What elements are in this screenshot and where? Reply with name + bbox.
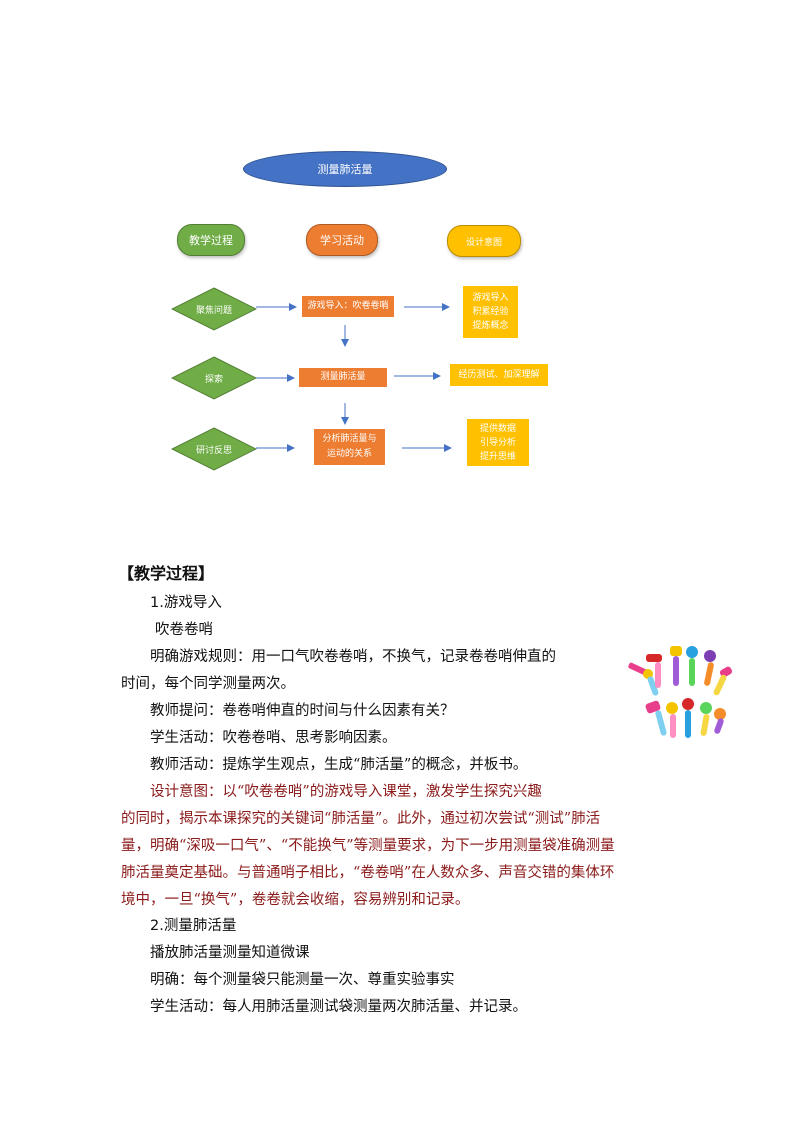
design-intent-line-4: 肺活量奠定基础。与普通哨子相比，“卷卷哨”在人数众多、声音交错的集体环 bbox=[121, 865, 615, 881]
rule-line-1: 明确游戏规则：用一口气吹卷卷哨，不换气，记录卷卷哨伸直的 bbox=[150, 649, 556, 665]
intent-box-1: 游戏导入 积累经验 提炼概念 bbox=[463, 286, 518, 338]
section2-title: 2.测量肺活量 bbox=[150, 918, 237, 934]
intent-label-3c: 提升思维 bbox=[479, 451, 516, 462]
blower-7 bbox=[645, 700, 667, 736]
stage-diamond-1: 聚焦问题 bbox=[171, 287, 257, 331]
intent-label-3b: 引导分析 bbox=[479, 437, 516, 448]
party-blower-image bbox=[628, 646, 733, 738]
blower-11 bbox=[714, 708, 726, 734]
intent-label-3a: 提供数据 bbox=[479, 423, 516, 434]
stage-label-1: 聚焦问题 bbox=[195, 305, 232, 316]
blower-4 bbox=[686, 646, 698, 686]
flowchart-title: 测量肺活量 bbox=[243, 151, 447, 187]
activity-box-2: 测量肺活量 bbox=[299, 368, 387, 387]
column-header-intent: 设计意图 bbox=[447, 225, 521, 257]
intent-label-1c: 提炼概念 bbox=[472, 321, 509, 331]
section1-title: 1.游戏导入 bbox=[150, 595, 222, 611]
section2-line-1: 播放肺活量测量知道微课 bbox=[150, 945, 310, 961]
intent-label-2: 经历测试、加深理解 bbox=[458, 370, 540, 380]
activity-box-1: 游戏导入：吹卷卷哨 bbox=[302, 296, 394, 317]
section2-line-3: 学生活动：每人用肺活量测试袋测量两次肺活量、并记录。 bbox=[150, 999, 527, 1015]
design-intent-line-5: 境中，一旦“换气”，卷卷就会收缩，容易辨别和记录。 bbox=[121, 892, 470, 908]
teacher-activity: 教师活动：提炼学生观点，生成“肺活量”的概念，并板书。 bbox=[150, 757, 528, 773]
column-header-activity: 学习活动 bbox=[306, 224, 378, 256]
stage-label-3: 研讨反思 bbox=[195, 445, 232, 456]
stage-diamond-3: 研讨反思 bbox=[171, 427, 257, 471]
design-intent-line-1: 设计意图：以“吹卷卷哨”的游戏导入课堂，激发学生探究兴趣 bbox=[150, 784, 542, 800]
blower-1 bbox=[628, 662, 659, 696]
activity-box-3: 分析肺活量与 运动的关系 bbox=[314, 429, 385, 465]
column-header-process: 教学过程 bbox=[177, 224, 245, 256]
intent-label-1b: 积累经验 bbox=[472, 307, 509, 317]
stage-diamond-2: 探索 bbox=[171, 356, 257, 400]
activity-label-3a: 分析肺活量与 bbox=[322, 434, 377, 444]
blower-9 bbox=[682, 698, 694, 738]
activity-label-2: 测量肺活量 bbox=[320, 372, 366, 382]
section2-line-2: 明确：每个测量袋只能测量一次、尊重实验事实 bbox=[150, 972, 455, 988]
blower-2 bbox=[646, 654, 662, 688]
design-intent-line-2: 的同时，揭示本课探究的关键词“肺活量”。此外，通过初次尝试“测试”肺活 bbox=[121, 811, 601, 827]
stage-label-2: 探索 bbox=[204, 374, 223, 385]
intent-box-3: 提供数据 引导分析 提升思维 bbox=[467, 419, 529, 466]
flowchart-connectors bbox=[256, 303, 452, 452]
blower-10 bbox=[700, 702, 712, 736]
activity-label-3b: 运动的关系 bbox=[326, 449, 372, 459]
design-intent-line-3: 量，明确“深吸一口气”、“不能换气”等测量要求，为下一步用测量袋准确测量 bbox=[121, 838, 615, 854]
rule-line-2: 时间，每个同学测量两次。 bbox=[121, 676, 295, 692]
section1-subtitle: 吹卷卷哨 bbox=[155, 622, 213, 638]
intent-label-1a: 游戏导入 bbox=[472, 293, 509, 303]
intent-box-2: 经历测试、加深理解 bbox=[450, 364, 548, 386]
blower-5 bbox=[704, 650, 716, 686]
teacher-question: 教师提问：卷卷哨伸直的时间与什么因素有关？ bbox=[150, 703, 455, 719]
blower-8 bbox=[666, 702, 678, 738]
blower-6 bbox=[713, 666, 733, 696]
section-heading: 【教学过程】 bbox=[118, 564, 215, 583]
blower-3 bbox=[670, 646, 682, 686]
activity-label-1: 游戏导入：吹卷卷哨 bbox=[307, 301, 389, 311]
student-activity: 学生活动：吹卷卷哨、思考影响因素。 bbox=[150, 730, 397, 746]
